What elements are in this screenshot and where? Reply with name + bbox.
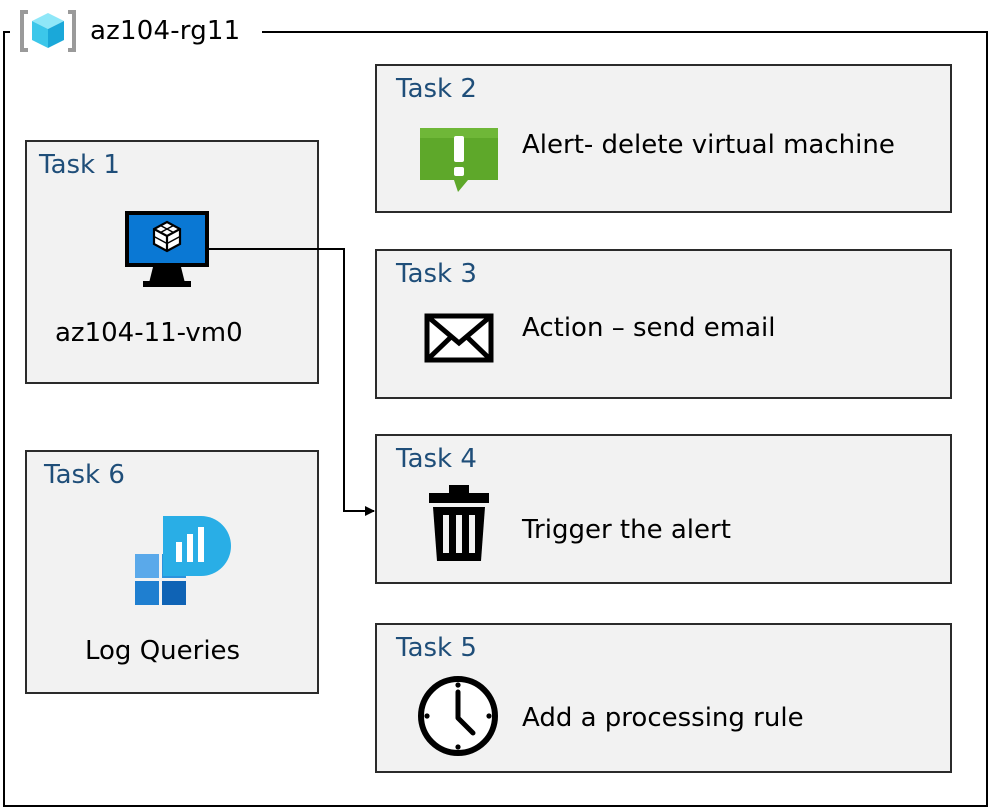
- log-analytics-icon: [135, 516, 231, 605]
- clock-icon: [418, 676, 498, 756]
- alert-icon: [420, 128, 498, 192]
- task-2-box: Task 2 Alert- delete virtual machine: [375, 64, 952, 213]
- task-3-box: Task 3 Action – send email: [375, 249, 952, 399]
- task-6-box: Task 6 Log Queries: [25, 450, 319, 694]
- trash-icon: [429, 485, 489, 561]
- virtual-machine-icon: [125, 211, 209, 287]
- task-6-label: Task 6: [44, 460, 125, 490]
- task-6-text: Log Queries: [85, 636, 241, 666]
- task-3-label: Task 3: [396, 259, 477, 289]
- task-1-text: az104-11-vm0: [55, 318, 243, 348]
- task-2-text: Alert- delete virtual machine: [522, 130, 895, 160]
- task-5-box: Task 5 Add a processing rule: [375, 623, 952, 773]
- resource-group-frame: [3, 31, 988, 807]
- task-3-text: Action – send email: [522, 313, 776, 343]
- task-2-label: Task 2: [396, 74, 477, 104]
- resource-group-title: az104-rg11: [90, 16, 241, 46]
- task-5-label: Task 5: [396, 633, 477, 663]
- resource-group-header: az104-rg11: [10, 6, 263, 56]
- task-4-label: Task 4: [396, 444, 477, 474]
- task-1-box: Task 1 az104-11-vm0: [25, 140, 319, 384]
- resource-group-icon: [20, 10, 76, 52]
- envelope-icon: [424, 313, 494, 363]
- task-5-text: Add a processing rule: [522, 703, 804, 733]
- task-1-label: Task 1: [39, 150, 120, 180]
- task-4-text: Trigger the alert: [522, 515, 731, 545]
- task-4-box: Task 4 Trigger the alert: [375, 434, 952, 584]
